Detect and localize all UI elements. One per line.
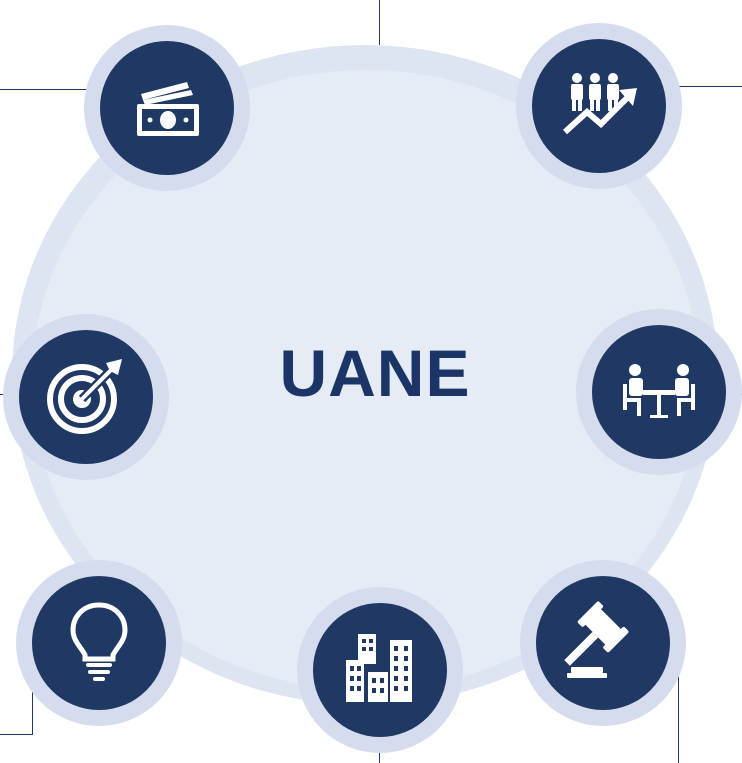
node-gavel xyxy=(520,560,686,726)
connector-gavel xyxy=(678,650,679,763)
node-buildings-disc xyxy=(313,603,447,737)
node-meeting xyxy=(576,309,742,475)
team-growth-icon xyxy=(557,62,641,151)
node-meeting-disc xyxy=(592,325,726,459)
connector-bulb-h xyxy=(0,734,33,735)
meeting-icon xyxy=(617,348,701,437)
node-gavel-disc xyxy=(536,576,670,710)
buildings-icon xyxy=(338,626,422,715)
center-title: UANE xyxy=(279,336,471,410)
connector-team xyxy=(662,86,742,87)
gavel-icon xyxy=(561,599,645,688)
connector-money xyxy=(0,89,104,90)
node-target xyxy=(3,314,169,480)
connector-top xyxy=(379,0,380,45)
node-lightbulb-disc xyxy=(32,576,166,710)
node-buildings xyxy=(297,587,463,753)
node-money xyxy=(84,25,250,191)
lightbulb-icon xyxy=(57,599,141,688)
node-lightbulb xyxy=(16,560,182,726)
node-team-growth-disc xyxy=(532,39,666,173)
target-icon xyxy=(44,353,128,442)
money-icon xyxy=(125,64,209,153)
node-money-disc xyxy=(100,41,234,175)
node-team-growth xyxy=(516,23,682,189)
node-target-disc xyxy=(19,330,153,464)
